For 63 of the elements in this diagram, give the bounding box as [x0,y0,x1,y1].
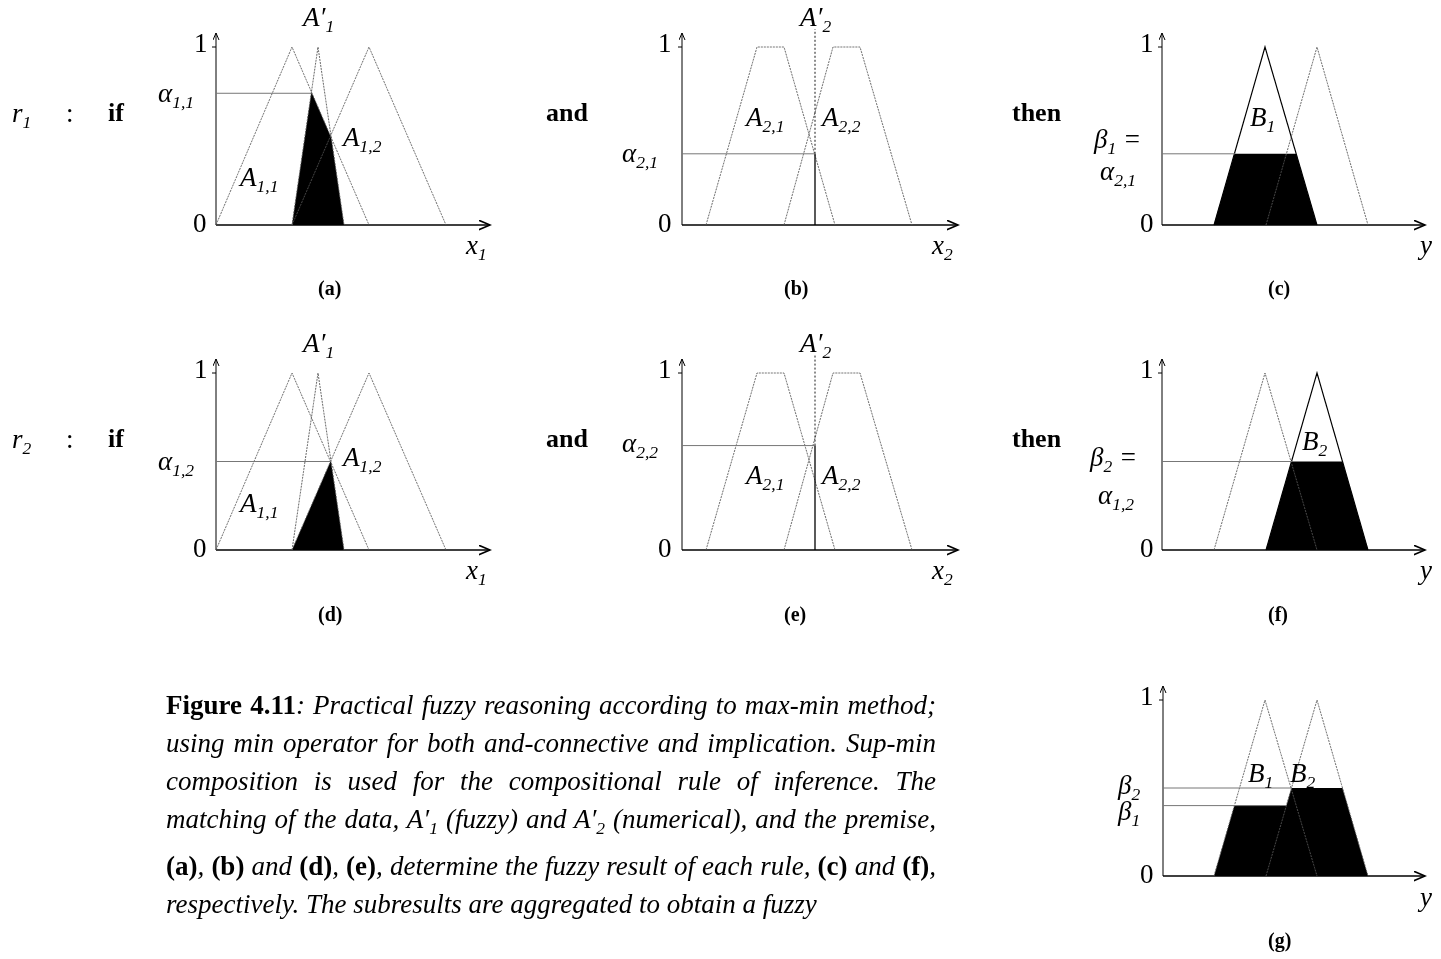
axis-label: y [1420,232,1432,259]
axis-tick-label: 0 [1140,210,1154,237]
axis-tick-label: 1 [658,356,672,383]
figure-caption: Figure 4.11: Practical fuzzy reasoning according to max-min method; using min operator for both and-connective and implication. Sup-min composition is used for the compositional rule of inference. The matching of the data, A′$_{1}$ (fuzzy) and A′$_{2}$ (numerical), and the premise, (a), (b) and (d), (e), determine the fuzzy result of each rule, (c) and (f), respectively. The subresults are aggregated to obtain a fuzzy [166,689,936,922]
axis-label: x$_{2}$ [932,232,953,264]
rule-keyword: then [1012,426,1062,452]
axis-tick-label: 1 [194,356,208,383]
membership-degree-label: α$_{1,2}$ [158,448,195,480]
axis-tick-label: 1 [1140,30,1154,57]
rule-name: r$_{1}$ [12,100,32,132]
axis-tick-label: 0 [658,535,672,562]
rule-keyword: and [546,426,588,452]
rule-keyword: and [546,100,588,126]
axis-label: y [1420,557,1432,584]
fuzzy-set-label: A′$_{2}$ [800,330,832,362]
membership-degree-label: α$_{2,1}$ [622,140,659,172]
axis-tick-label: 0 [193,210,207,237]
membership-degree-label: β$_{1}$ = [1094,126,1142,158]
panel-label: (d) [318,604,343,624]
fuzzy-set-label: B$_{1}$ [1248,760,1274,792]
fuzzy-set-label: A$_{1,2}$ [343,444,382,476]
rule-keyword: if [108,426,124,452]
panel-label: (e) [784,604,807,624]
fuzzy-set-label: A$_{2,1}$ [746,462,785,494]
membership-degree-label: α$_{2,1}$ [1100,158,1137,190]
axis-tick-label: 0 [1140,861,1154,888]
axis-tick-label: 1 [1140,683,1154,710]
rule-name: r$_{2}$ [12,426,32,458]
axis-tick-label: 1 [1140,356,1154,383]
axis-label: y [1420,884,1432,911]
fuzzy-set-label: A′$_{1}$ [303,4,335,36]
axis-tick-label: 1 [658,30,672,57]
panel-label: (f) [1268,604,1288,624]
fuzzy-set-label: A$_{1,1}$ [240,164,279,196]
axis-label: x$_{1}$ [466,557,487,589]
panel-label: (a) [318,278,342,298]
membership-degree-label: β$_{2}$ = [1090,444,1138,476]
fuzzy-set-label: A$_{1,1}$ [240,490,279,522]
axis-tick-label: 0 [1140,535,1154,562]
fuzzy-set-label: B$_{2}$ [1302,428,1328,460]
rule-keyword: if [108,100,124,126]
rule-separator: : [66,426,74,453]
fuzzy-set-label: A′$_{2}$ [800,4,832,36]
axis-tick-label: 0 [658,210,672,237]
axis-label: x$_{2}$ [932,557,953,589]
panel-label: (c) [1268,278,1291,298]
axis-tick-label: 1 [194,30,208,57]
fuzzy-set-label: A$_{2,2}$ [822,462,861,494]
fuzzy-set-label: B$_{2}$ [1290,760,1316,792]
rule-separator: : [66,100,74,127]
membership-degree-label: α$_{1,1}$ [158,80,195,112]
fuzzy-set-label: A$_{1,2}$ [343,124,382,156]
panel-label: (g) [1268,930,1292,950]
fuzzy-set-label: A$_{2,2}$ [822,104,861,136]
axis-tick-label: 0 [193,535,207,562]
membership-degree-label: α$_{2,2}$ [622,430,659,462]
rule-keyword: then [1012,100,1062,126]
fuzzy-set-label: A$_{2,1}$ [746,104,785,136]
membership-degree-label: α$_{1,2}$ [1098,482,1135,514]
fuzzy-set-label: A′$_{1}$ [303,330,335,362]
panel-label: (b) [784,278,809,298]
fuzzy-set-label: B$_{1}$ [1250,104,1276,136]
axis-label: x$_{1}$ [466,232,487,264]
